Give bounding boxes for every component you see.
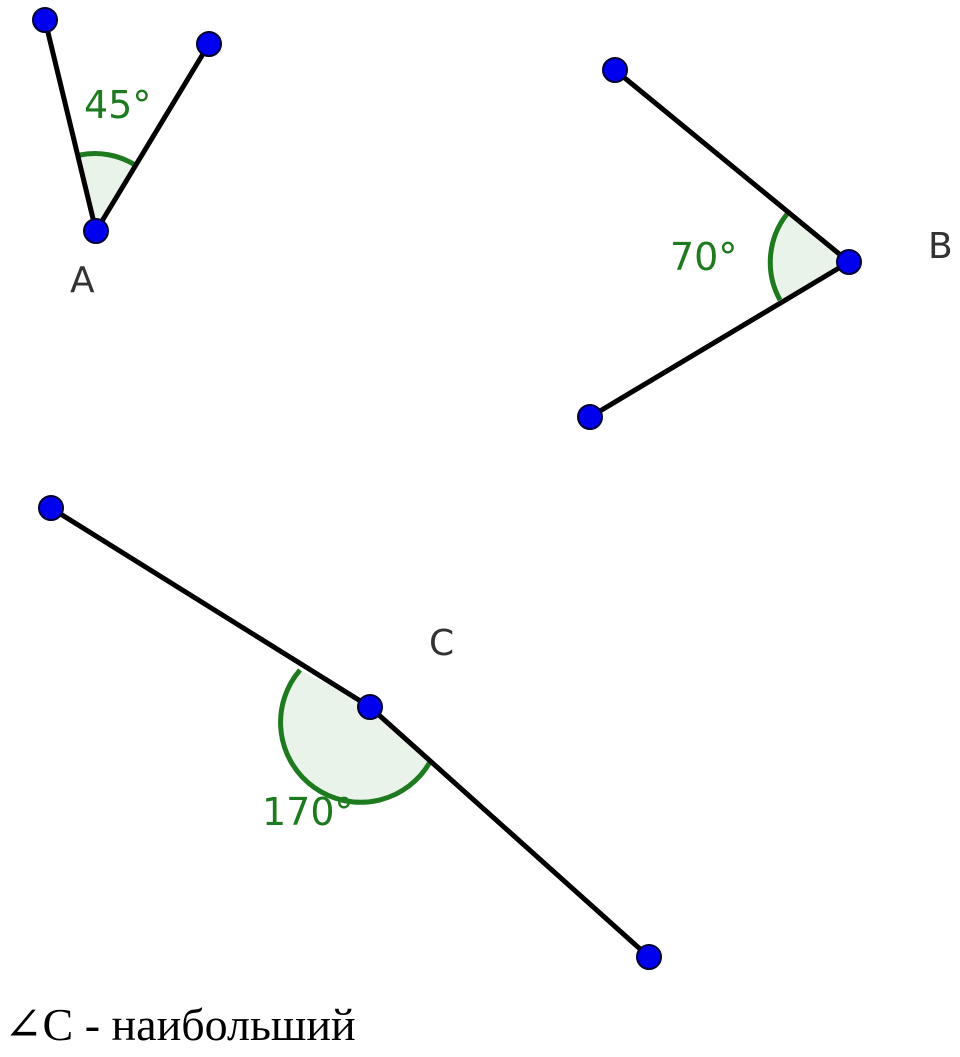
angle-a-ray-right (93, 41, 212, 234)
angle-b-ray-upper (612, 67, 852, 265)
angle-b-ray-lower (587, 259, 852, 420)
angle-b-endpoint-lower (577, 404, 603, 430)
angle-c-sector (280, 670, 430, 803)
angle-b-measure: 70° (670, 235, 737, 279)
angle-a-endpoint-left (32, 7, 58, 33)
angle-b: 70° B (577, 57, 953, 430)
angle-c-ray-upper (48, 505, 373, 710)
angle-a-ray-left (42, 17, 99, 234)
angle-a-vertex (83, 218, 109, 244)
angle-b-arc (767, 212, 789, 302)
angle-c: 170° C (38, 495, 662, 970)
angle-c-endpoint-upper (38, 495, 64, 521)
angle-c-arc (278, 668, 433, 805)
angle-a-arc (79, 151, 137, 168)
angle-a-endpoint-right (196, 31, 222, 57)
angle-b-vertex-label: B (928, 226, 953, 267)
angle-c-measure: 170° (262, 790, 354, 834)
angle-b-sector (770, 214, 849, 300)
angle-b-vertex (836, 249, 862, 275)
angle-c-vertex-label: C (429, 623, 454, 664)
angle-c-ray-lower (367, 704, 652, 960)
angle-a-measure: 45° (84, 83, 151, 127)
angle-b-endpoint-upper (602, 57, 628, 83)
angle-a: 45° A (32, 7, 222, 301)
angle-c-vertex (357, 694, 383, 720)
angle-c-endpoint-lower (636, 944, 662, 970)
angle-a-vertex-label: A (70, 260, 95, 301)
conclusion-caption: ∠C - наибольший (4, 999, 356, 1050)
